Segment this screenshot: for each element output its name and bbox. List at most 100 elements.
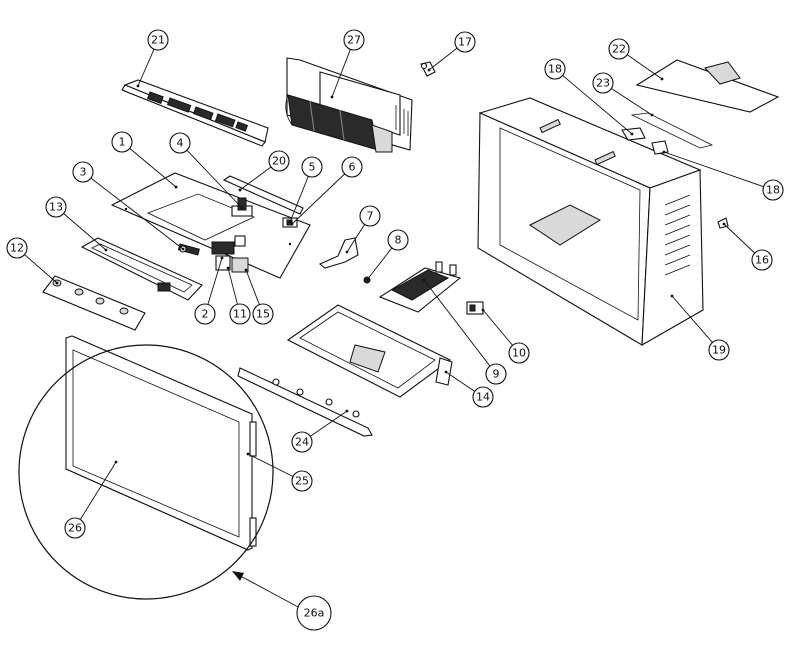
part-9-control-module <box>378 261 462 313</box>
callout-circle <box>6 237 28 259</box>
callout-17: 17 <box>427 31 476 72</box>
callout-circle <box>296 595 332 631</box>
callout-11: 11 <box>226 266 251 325</box>
leader-line <box>626 54 663 80</box>
callout-label: 18 <box>766 184 780 197</box>
callout-label: 9 <box>493 368 500 381</box>
callout-circle <box>472 386 494 408</box>
part-18-plates <box>621 127 669 155</box>
callout-label: 2 <box>202 308 209 321</box>
part-17-bracket <box>420 61 436 77</box>
part-23-gasket <box>630 112 714 149</box>
callout-circle <box>343 29 365 51</box>
callout-3: 3 <box>72 161 185 251</box>
leader-dot <box>290 222 294 226</box>
leader-dot <box>650 113 654 117</box>
callout-10: 10 <box>481 308 530 364</box>
leader-dot <box>226 266 230 270</box>
leader-dot <box>136 84 140 88</box>
leader-line <box>186 149 243 209</box>
callout-circle <box>341 156 363 178</box>
callout-circle <box>72 161 94 183</box>
part-22-top-plate <box>635 59 780 113</box>
leader-line <box>239 166 272 191</box>
callout-circle <box>544 58 566 80</box>
leader-line <box>482 309 513 346</box>
callout-4: 4 <box>169 132 244 210</box>
callout-label: 19 <box>712 344 726 357</box>
leader-line <box>723 223 756 254</box>
leader-line <box>129 148 177 188</box>
callout-16: 16 <box>722 222 773 271</box>
callout-label: 26a <box>304 607 325 620</box>
callout-23: 23 <box>592 72 654 117</box>
callout-8: 8 <box>365 229 409 282</box>
leader-line <box>428 47 458 71</box>
callout-label: 20 <box>272 155 286 168</box>
leader-dot <box>246 452 250 456</box>
leader-dot <box>288 220 292 224</box>
callout-label: 25 <box>295 475 309 488</box>
callout-25: 25 <box>246 452 313 492</box>
leader-dot <box>422 278 426 282</box>
leader-dot <box>365 278 369 282</box>
leader-dot <box>238 188 242 192</box>
callout-label: 12 <box>10 242 24 255</box>
leader-dot <box>670 294 674 298</box>
callout-circle <box>359 205 381 227</box>
leader-dot <box>114 460 118 464</box>
leader-line <box>445 371 475 392</box>
leader-dot <box>444 370 448 374</box>
leader-dot <box>662 150 666 154</box>
leader-line <box>423 279 491 367</box>
leader-dot <box>104 248 108 252</box>
leader-line <box>611 88 653 116</box>
callout-label: 4 <box>177 137 184 150</box>
callout-label: 11 <box>233 308 247 321</box>
callout-circle <box>291 470 313 492</box>
callout-label: 16 <box>755 254 769 267</box>
callout-label: 17 <box>458 36 472 49</box>
callout-label: 6 <box>349 161 356 174</box>
callout-circle <box>301 156 323 178</box>
callout-9: 9 <box>422 278 507 385</box>
leader-line <box>79 461 117 520</box>
callout-circle <box>147 29 169 51</box>
part-14-burner-pan <box>286 304 453 398</box>
callout-circle <box>194 303 216 325</box>
leader-line <box>137 48 155 87</box>
callout-label: 27 <box>347 34 361 47</box>
callout-label: 18 <box>548 63 562 76</box>
callout-15: 15 <box>244 268 274 325</box>
leader-dot <box>55 281 59 285</box>
leader-dot <box>220 256 224 260</box>
callout-label: 22 <box>612 43 626 56</box>
callout-circle <box>291 431 313 453</box>
callout-6: 6 <box>290 156 363 226</box>
leader-line <box>289 176 309 223</box>
callout-22: 22 <box>608 38 664 81</box>
leader-dot <box>630 132 634 136</box>
leader-dot <box>722 222 726 226</box>
callout-12: 12 <box>6 237 59 285</box>
part-12-burner-rail <box>42 275 146 331</box>
leader-dot <box>660 77 664 81</box>
callout-24: 24 <box>291 409 349 453</box>
leader-dot <box>174 185 178 189</box>
part-27-blower <box>285 57 413 153</box>
callout-circle <box>45 196 67 218</box>
leader-dot <box>244 268 248 272</box>
part-10-switch <box>466 301 484 315</box>
leader-line <box>366 247 393 281</box>
callout-circle <box>268 150 290 172</box>
part-13-tray-frame <box>80 237 203 301</box>
callout-14: 14 <box>444 370 494 408</box>
callout-2: 2 <box>194 256 224 325</box>
leader-line <box>90 177 184 250</box>
part-21-grille <box>121 79 269 147</box>
part-24-grate <box>237 367 373 437</box>
leader-line <box>663 151 764 188</box>
part-4-valve <box>231 197 253 217</box>
callout-20: 20 <box>238 150 290 192</box>
